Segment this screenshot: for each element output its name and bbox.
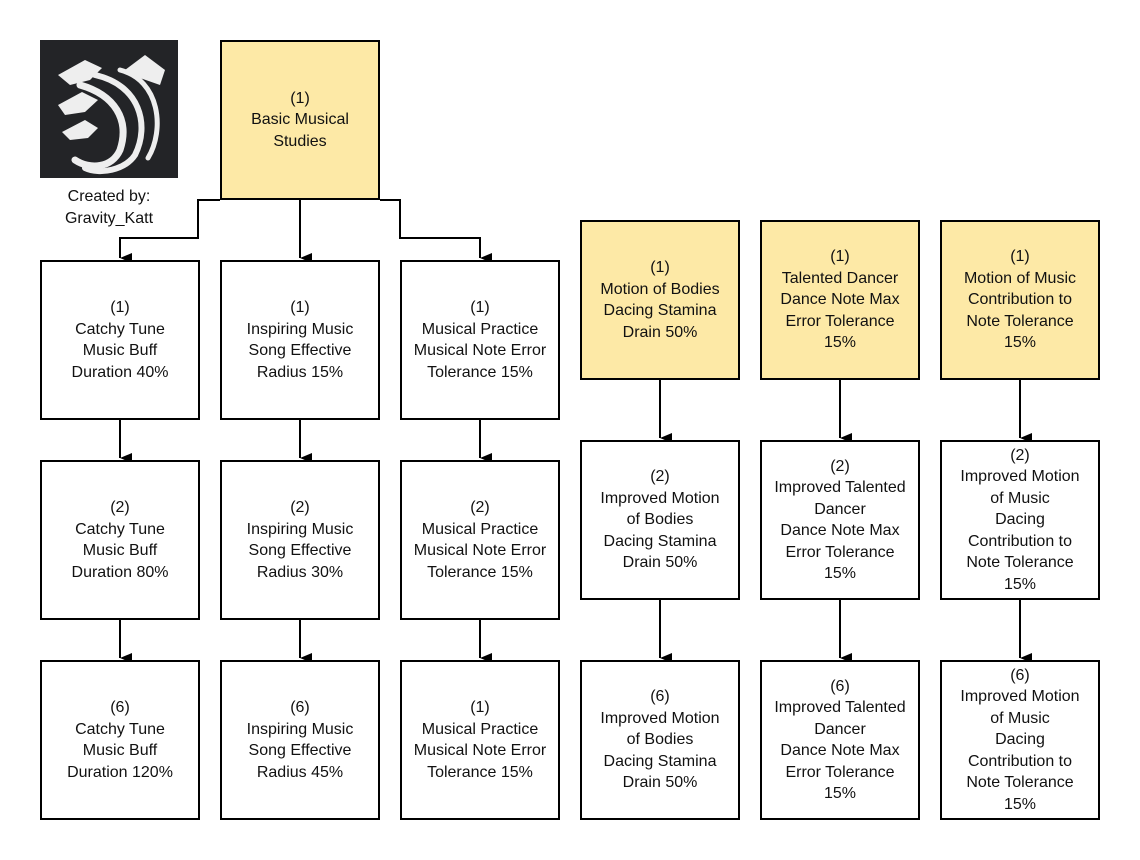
node-talented-dancer-1: (1) Talented Dancer Dance Note Max Error… (760, 220, 920, 380)
node-motion-of-music-2: (2) Improved Motion of Music Dacing Cont… (940, 440, 1100, 600)
node-label: (6) Improved Motion of Bodies Dacing Sta… (600, 688, 720, 792)
node-label: (2) Catchy Tune Music Buff Duration 80% (71, 499, 169, 581)
dragon-heads-icon (58, 55, 165, 175)
root-node-basic-musical-studies: (1) Basic Musical Studies (220, 40, 380, 200)
node-motion-of-music-3: (6) Improved Motion of Music Dacing Cont… (940, 660, 1100, 820)
node-label: (1) Motion of Bodies Dacing Stamina Drai… (600, 259, 720, 341)
connector-root-col3 (380, 199, 492, 263)
node-inspiring-music-2: (2) Inspiring Music Song Effective Radiu… (220, 460, 380, 620)
node-label: (6) Improved Motion of Music Dacing Cont… (960, 666, 1080, 813)
node-catchy-tune-2: (2) Catchy Tune Music Buff Duration 80% (40, 460, 200, 620)
node-motion-of-bodies-3: (6) Improved Motion of Bodies Dacing Sta… (580, 660, 740, 820)
node-label: (6) Catchy Tune Music Buff Duration 120% (67, 699, 173, 781)
node-label: (6) Improved Talented Dancer Dance Note … (774, 677, 906, 803)
node-label: (1) Talented Dancer Dance Note Max Error… (780, 248, 900, 352)
node-catchy-tune-3: (6) Catchy Tune Music Buff Duration 120% (40, 660, 200, 820)
node-talented-dancer-2: (2) Improved Talented Dancer Dance Note … (760, 440, 920, 600)
creator-credit: Created by: Gravity_Katt (64, 188, 154, 227)
connector-root-col1 (119, 199, 220, 263)
node-label: (2) Improved Motion of Music Dacing Cont… (960, 446, 1080, 593)
node-label: (2) Musical Practice Musical Note Error … (413, 499, 547, 581)
node-musical-practice-2: (2) Musical Practice Musical Note Error … (400, 460, 560, 620)
node-catchy-tune-1: (1) Catchy Tune Music Buff Duration 40% (40, 260, 200, 420)
dragon-logo (40, 40, 178, 178)
node-label: (1) Inspiring Music Song Effective Radiu… (246, 299, 354, 381)
node-label: (6) Inspiring Music Song Effective Radiu… (246, 699, 354, 781)
node-label: (2) Improved Talented Dancer Dance Note … (774, 457, 906, 583)
node-label: (2) Inspiring Music Song Effective Radiu… (246, 499, 354, 581)
node-label: (1) Musical Practice Musical Note Error … (413, 699, 547, 781)
node-label: (1) Musical Practice Musical Note Error … (413, 299, 547, 381)
node-motion-of-bodies-2: (2) Improved Motion of Bodies Dacing Sta… (580, 440, 740, 600)
node-inspiring-music-1: (1) Inspiring Music Song Effective Radiu… (220, 260, 380, 420)
node-label: (1) Basic Musical Studies (251, 89, 349, 150)
node-inspiring-music-3: (6) Inspiring Music Song Effective Radiu… (220, 660, 380, 820)
node-label: (1) Catchy Tune Music Buff Duration 40% (71, 299, 169, 381)
node-label: (2) Improved Motion of Bodies Dacing Sta… (600, 468, 720, 572)
node-motion-of-music-1: (1) Motion of Music Contribution to Note… (940, 220, 1100, 380)
node-motion-of-bodies-1: (1) Motion of Bodies Dacing Stamina Drai… (580, 220, 740, 380)
node-musical-practice-3: (1) Musical Practice Musical Note Error … (400, 660, 560, 820)
node-talented-dancer-3: (6) Improved Talented Dancer Dance Note … (760, 660, 920, 820)
node-label: (1) Motion of Music Contribution to Note… (963, 248, 1077, 352)
node-musical-practice-1: (1) Musical Practice Musical Note Error … (400, 260, 560, 420)
